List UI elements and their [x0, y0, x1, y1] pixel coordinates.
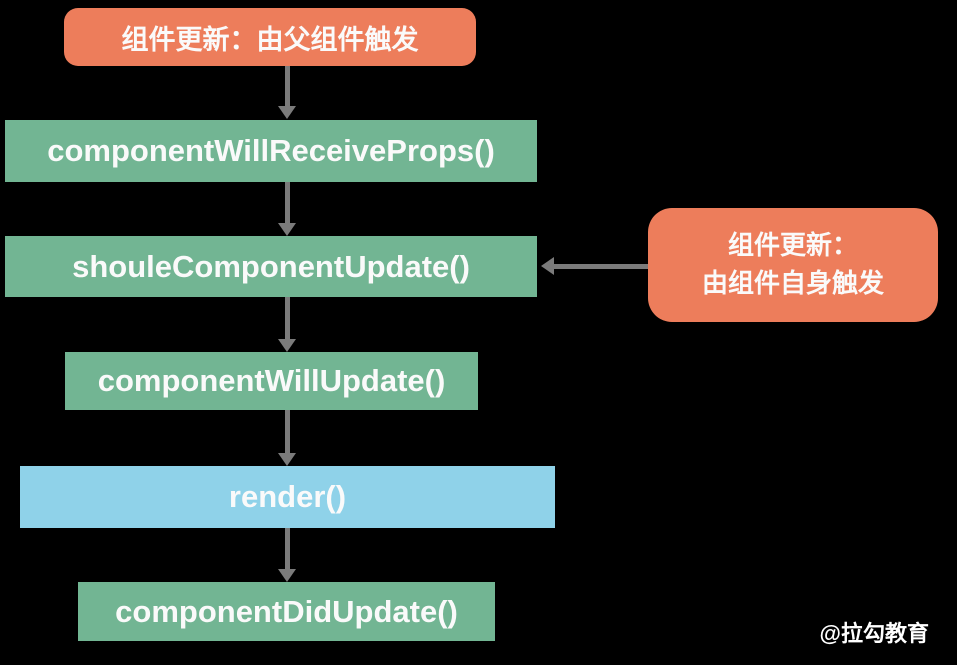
watermark: @拉勾教育 — [819, 621, 929, 646]
left-arrow-self-trigger — [541, 257, 648, 275]
arrow-down-icon — [278, 453, 296, 466]
arrow-down-icon — [278, 223, 296, 236]
component-will-receive-props-node: componentWillReceiveProps() — [5, 120, 537, 182]
arrow-left-icon — [541, 257, 554, 275]
down-arrow-4 — [277, 410, 297, 466]
parent-trigger-node: 组件更新：由父组件触发 — [64, 8, 476, 66]
arrow-shaft — [284, 410, 290, 453]
arrow-shaft — [284, 528, 290, 569]
down-arrow-2 — [277, 182, 297, 236]
component-did-update-node: componentDidUpdate() — [78, 582, 495, 641]
down-arrow-1 — [277, 66, 297, 119]
should-component-update-label: shouleComponentUpdate() — [72, 248, 470, 284]
arrow-down-icon — [278, 339, 296, 352]
render-node: render() — [20, 466, 555, 528]
arrow-down-icon — [278, 569, 296, 582]
down-arrow-3 — [277, 297, 297, 352]
down-arrow-5 — [277, 528, 297, 582]
should-component-update-node: shouleComponentUpdate() — [5, 236, 537, 297]
component-will-update-label: componentWillUpdate() — [97, 363, 446, 398]
self-trigger-label-line1: 组件更新： — [727, 230, 858, 261]
render-label: render() — [228, 479, 347, 514]
arrow-down-icon — [278, 106, 296, 119]
component-will-receive-props-label: componentWillReceiveProps() — [47, 133, 495, 168]
component-will-update-node: componentWillUpdate() — [65, 352, 478, 410]
self-trigger-node: 组件更新： 由组件自身触发 — [648, 208, 938, 322]
arrow-shaft — [284, 182, 290, 223]
arrow-shaft — [554, 263, 648, 269]
parent-trigger-label: 组件更新：由父组件触发 — [121, 24, 419, 55]
component-did-update-label: componentDidUpdate() — [115, 593, 458, 629]
self-trigger-label-line2: 由组件自身触发 — [701, 268, 884, 298]
arrow-shaft — [284, 297, 290, 339]
arrow-shaft — [284, 66, 290, 106]
